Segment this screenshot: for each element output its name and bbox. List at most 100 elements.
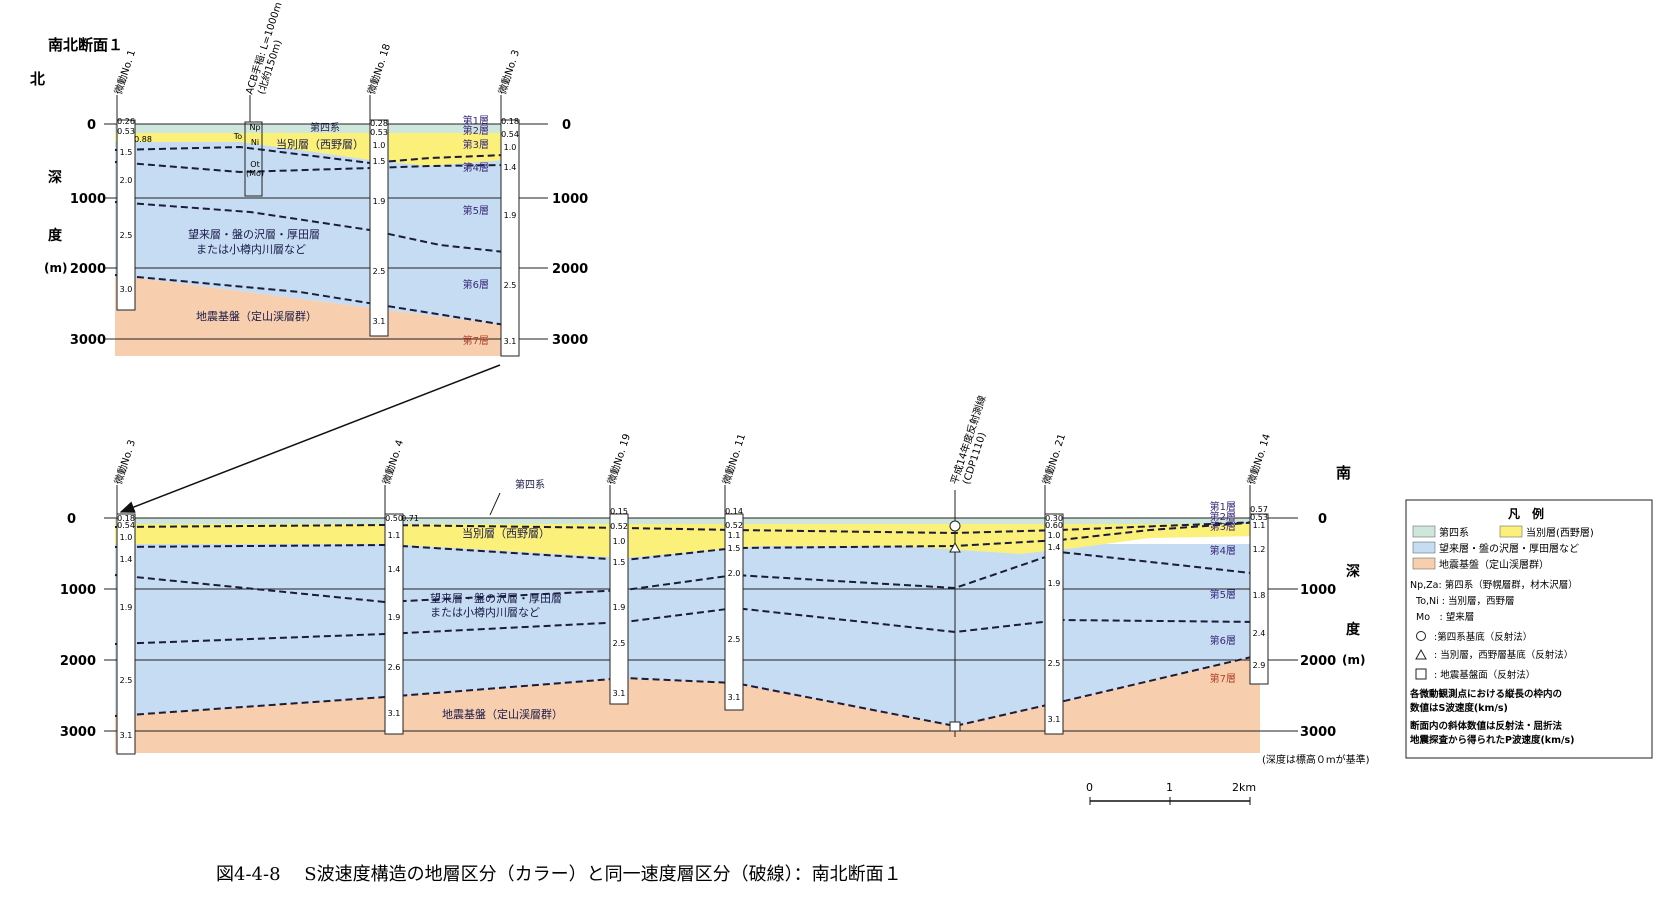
upper-layer-3: 第3層 — [463, 138, 489, 151]
upper-no1-vs-1: 0.26 — [117, 117, 135, 126]
legend-box — [1405, 499, 1653, 759]
upper-station-no18: 微動No. 18 — [364, 42, 393, 96]
lower-no19-vs-2: 0.52 — [610, 522, 628, 531]
lower-unit-tobetsu: 当別層（西野層） — [462, 526, 550, 540]
lower-no14-vs-6: 2.4 — [1253, 629, 1266, 638]
legend-label-tobetsu: 当別層(西野層) — [1526, 526, 1594, 539]
lower-station-no21: 微動No. 21 — [1039, 432, 1068, 486]
upper-station-no1: 微動No. 1 — [111, 48, 138, 96]
lower-no21-vs-7: 3.1 — [1048, 715, 1061, 724]
lower-no11-vs-5: 2.0 — [728, 569, 741, 578]
lower-unit-basement: 地震基盤（定山渓層群） — [442, 707, 563, 721]
lower-no14-vs-7: 2.9 — [1253, 661, 1266, 670]
upper-tick-0-left: 0 — [87, 118, 96, 133]
legend-symbol-triangle: : 当別層，西野層基底（反射法） — [1434, 649, 1573, 661]
scale-0: 0 — [1086, 781, 1093, 794]
lower-no11-vs-1: 0.14 — [725, 507, 743, 516]
lower-no4-vs-2: 0.71 — [401, 514, 419, 523]
reflection-quaternary-base-marker — [949, 520, 961, 532]
upper-no1-vs-4: 1.5 — [120, 148, 133, 157]
upper-no3-vs-6: 2.5 — [504, 281, 517, 290]
lower-no11-vs-7: 3.1 — [728, 693, 741, 702]
lower-no3-vs-3: 1.0 — [120, 533, 133, 542]
legend-symbol-circle: :第四系基底（反射法） — [1434, 631, 1532, 643]
upper-tick-3000-left: 3000 — [70, 333, 106, 348]
south-label: 南 — [1336, 464, 1351, 482]
upper-no3-vs-2: 0.54 — [501, 130, 519, 139]
lower-station-no3: 微動No. 3 — [111, 438, 138, 486]
upper-well-ot: Ot — [250, 160, 259, 169]
lower-column-no21 — [1044, 513, 1064, 735]
lower-no3-vs-5: 1.9 — [120, 603, 133, 612]
upper-unit-mochikuru-2: または小樽内川層など — [196, 242, 306, 256]
lower-no3-vs-7: 3.1 — [120, 731, 133, 740]
upper-column-acb — [244, 121, 263, 197]
reflection-tobetsu-base-marker — [949, 541, 961, 553]
lower-no14-vs-5: 1.8 — [1253, 591, 1266, 600]
lower-no4-vs-5: 1.9 — [388, 613, 401, 622]
upper-column-no1 — [116, 119, 136, 311]
legend-symbol-square: : 地震基盤面（反射法） — [1434, 669, 1535, 681]
lower-no21-vs-5: 1.9 — [1048, 579, 1061, 588]
legend-label-quaternary: 第四系 — [1439, 526, 1469, 539]
lower-no3-vs-4: 1.4 — [120, 555, 133, 564]
lower-tick-0-right: 0 — [1318, 512, 1327, 527]
upper-well-to: To — [233, 132, 243, 141]
upper-layer-6: 第6層 — [463, 278, 489, 291]
lower-layer-3: 第3層 — [1210, 520, 1236, 533]
upper-no3-vs-5: 1.9 — [504, 211, 517, 220]
lower-no21-vs-3: 1.0 — [1048, 531, 1061, 540]
lower-no4-vs-3: 1.1 — [388, 531, 401, 540]
upper-station-no3: 微動No. 3 — [495, 48, 522, 96]
lower-tick-3000-left: 3000 — [60, 725, 96, 740]
lower-no19-vs-7: 3.1 — [613, 689, 626, 698]
upper-no18-vs-3: 1.0 — [373, 141, 386, 150]
lower-no4-vs-4: 1.4 — [388, 565, 401, 574]
lower-no14-vs-4: 1.2 — [1253, 545, 1266, 554]
lower-quaternary-fill — [115, 518, 1260, 524]
lower-no14-vs-1: 0.57 — [1250, 505, 1268, 514]
scale-bar: 0 1 2km — [1086, 781, 1256, 805]
lower-depth-label-2: 度 — [1346, 621, 1361, 638]
legend-label-mochikuru: 望来層・盤の沢層・厚田層など — [1439, 542, 1579, 555]
upper-layer-2: 第2層 — [463, 124, 489, 137]
upper-column-no3 — [500, 119, 520, 357]
lower-tick-1000-right: 1000 — [1300, 583, 1336, 598]
upper-no3-vs-4: 1.4 — [504, 163, 517, 172]
lower-tick-1000-left: 1000 — [60, 583, 96, 598]
legend: 凡 例 第四系 当別層(西野層) 望来層・盤の沢層・厚田層など 地震基盤（定山渓… — [1405, 499, 1653, 759]
lower-column-no4 — [384, 513, 404, 735]
upper-no18-vs-1: 0.28 — [370, 119, 388, 128]
legend-note-1: 各微動観測点における縦長の枠内の — [1409, 688, 1562, 700]
upper-tick-0-right: 0 — [562, 118, 571, 133]
upper-no18-vs-6: 2.5 — [373, 267, 386, 276]
legend-square-icon — [1415, 668, 1427, 680]
lower-layer-4: 第4層 — [1210, 544, 1236, 557]
figure-heading: 南北断面１ — [48, 36, 123, 54]
lower-no4-vs-7: 3.1 — [388, 709, 401, 718]
upper-no3-vs-7: 3.1 — [504, 337, 517, 346]
lower-column-no19 — [609, 513, 629, 705]
legend-note-4: 地震探査から得られたP波速度(km/s) — [1410, 734, 1575, 746]
upper-layer-5: 第5層 — [463, 204, 489, 217]
lower-column-no3 — [116, 513, 136, 755]
upper-depth-label-1: 深 — [48, 169, 62, 186]
lower-station-no4: 微動No. 4 — [379, 438, 406, 486]
upper-tick-3000-right: 3000 — [552, 333, 588, 348]
upper-no1-vs-5: 2.0 — [120, 176, 133, 185]
lower-no19-vs-5: 1.9 — [613, 603, 626, 612]
upper-depth-label-2: 度 — [48, 227, 63, 244]
lower-no4-vs-6: 2.6 — [388, 663, 401, 672]
figure-caption: 図4-4-8 S波速度構造の地層区分（カラー）と同一速度層区分（破線）：南北断面… — [216, 864, 902, 885]
upper-no1-vs-2: 0.53 — [117, 127, 135, 136]
upper-tick-2000-right: 2000 — [552, 262, 588, 277]
lower-station-no14: 微動No. 14 — [1244, 432, 1273, 486]
upper-no18-vs-4: 1.5 — [373, 157, 386, 166]
upper-no18-vs-7: 3.1 — [373, 317, 386, 326]
lower-dash-2 — [114, 521, 1261, 562]
lower-layer-5: 第5層 — [1210, 588, 1236, 601]
lower-no14-vs-2: 0.53 — [1250, 513, 1268, 522]
lower-no21-vs-2: 0.60 — [1045, 521, 1063, 530]
legend-circle-icon — [1416, 631, 1426, 641]
